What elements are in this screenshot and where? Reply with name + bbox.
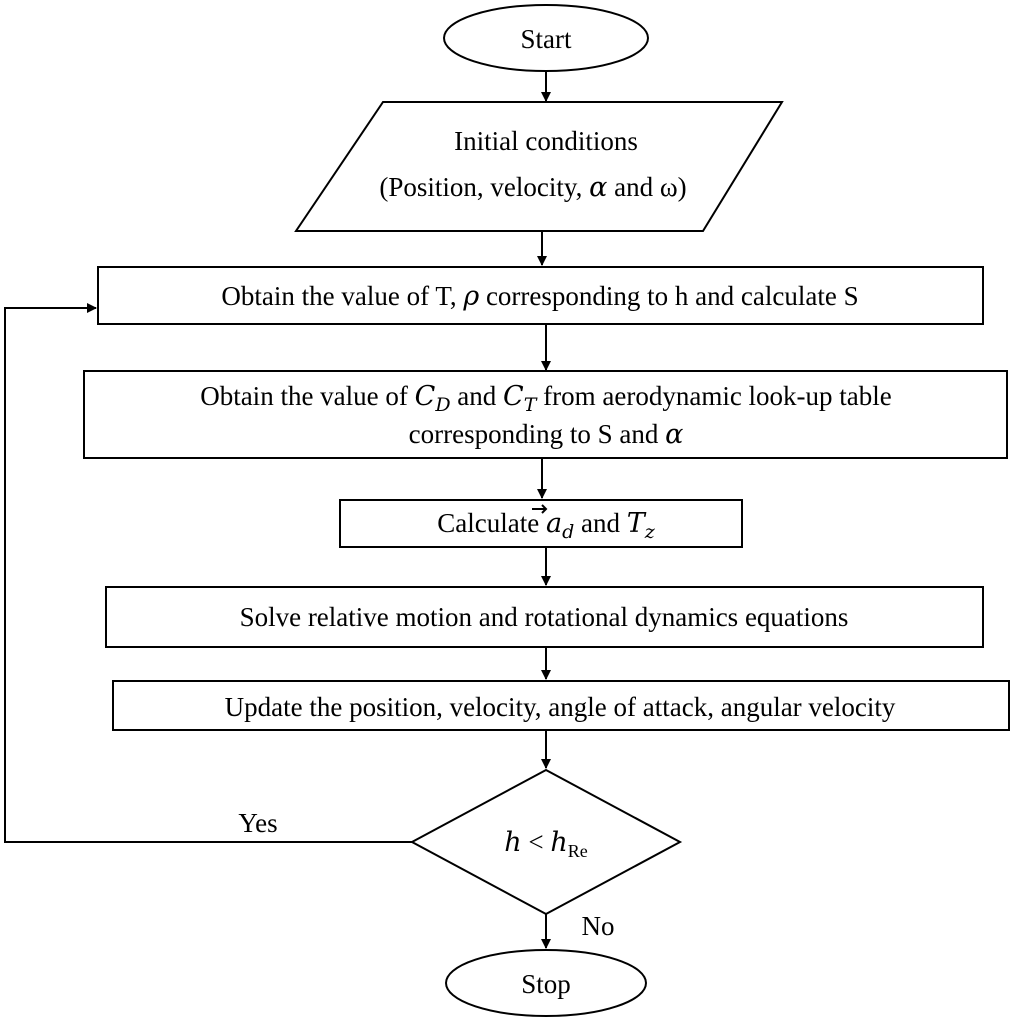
cd-sub: D [434, 394, 450, 416]
update-node: Update the position, velocity, angle of … [112, 680, 1010, 731]
initial-line2-pre: (Position, velocity, [379, 172, 589, 202]
calculate-label: Calculate ad and Tz [437, 508, 655, 543]
obtain-coefficients-line1: Obtain the value of CD and CT from aerod… [200, 381, 892, 416]
obtain-coefficients-line2: corresponding to S and α [409, 419, 684, 450]
decision-lt: < [522, 827, 551, 857]
start-node: Start [443, 4, 649, 72]
start-label: Start [521, 24, 572, 54]
initial-conditions-node: Initial conditions (Position, velocity, … [294, 101, 784, 232]
obtain-properties-label: Obtain the value of T, ρ corresponding t… [221, 281, 858, 312]
decision-hre-base: h [550, 827, 567, 858]
obtain-c-alpha: α [665, 419, 683, 450]
decision-node: h < hRe [409, 768, 683, 916]
obtain-properties-node: Obtain the value of T, ρ corresponding t… [97, 266, 984, 325]
initial-line2-post: and ω) [607, 172, 686, 202]
obtain-t-post: corresponding to h and calculate S [479, 281, 858, 311]
obtain-t-pre: Obtain the value of T, [221, 281, 463, 311]
no-label: No [582, 911, 615, 941]
update-label: Update the position, velocity, angle of … [225, 692, 896, 722]
obtain-coefficients-node: Obtain the value of CD and CT from aerod… [83, 370, 1008, 459]
stop-node: Stop [445, 949, 647, 1017]
vector-arrow-icon [532, 504, 548, 514]
ad-base: a [546, 508, 562, 539]
ad-sub: d [562, 521, 574, 543]
initial-alpha: α [589, 172, 607, 203]
yes-label: Yes [238, 808, 277, 838]
calc-pre: Calculate [437, 508, 546, 538]
tz-sub: z [644, 521, 656, 543]
tz-base: T [627, 508, 647, 539]
obtain-c-post: from aerodynamic look-up table [536, 381, 891, 411]
calc-mid: and [574, 508, 626, 538]
decision-hre-sub: Re [568, 841, 588, 861]
solve-label: Solve relative motion and rotational dyn… [240, 602, 849, 632]
decision-h: h [504, 827, 521, 858]
decision-label: h < hRe [504, 827, 588, 861]
ct-sub: T [524, 394, 538, 416]
edge-yes-loop [4, 303, 412, 843]
ct-base: C [503, 381, 524, 412]
stop-label: Stop [521, 969, 571, 999]
rho-symbol: ρ [462, 281, 479, 312]
obtain-c-line2-pre: corresponding to S and [409, 419, 665, 449]
obtain-c-pre: Obtain the value of [200, 381, 414, 411]
cd-base: C [415, 381, 436, 412]
obtain-c-mid: and [451, 381, 503, 411]
solve-node: Solve relative motion and rotational dyn… [105, 586, 984, 648]
calculate-node: Calculate ad and Tz [339, 499, 743, 548]
initial-line1: Initial conditions [454, 126, 638, 156]
initial-line2: (Position, velocity, α and ω) [379, 172, 686, 203]
